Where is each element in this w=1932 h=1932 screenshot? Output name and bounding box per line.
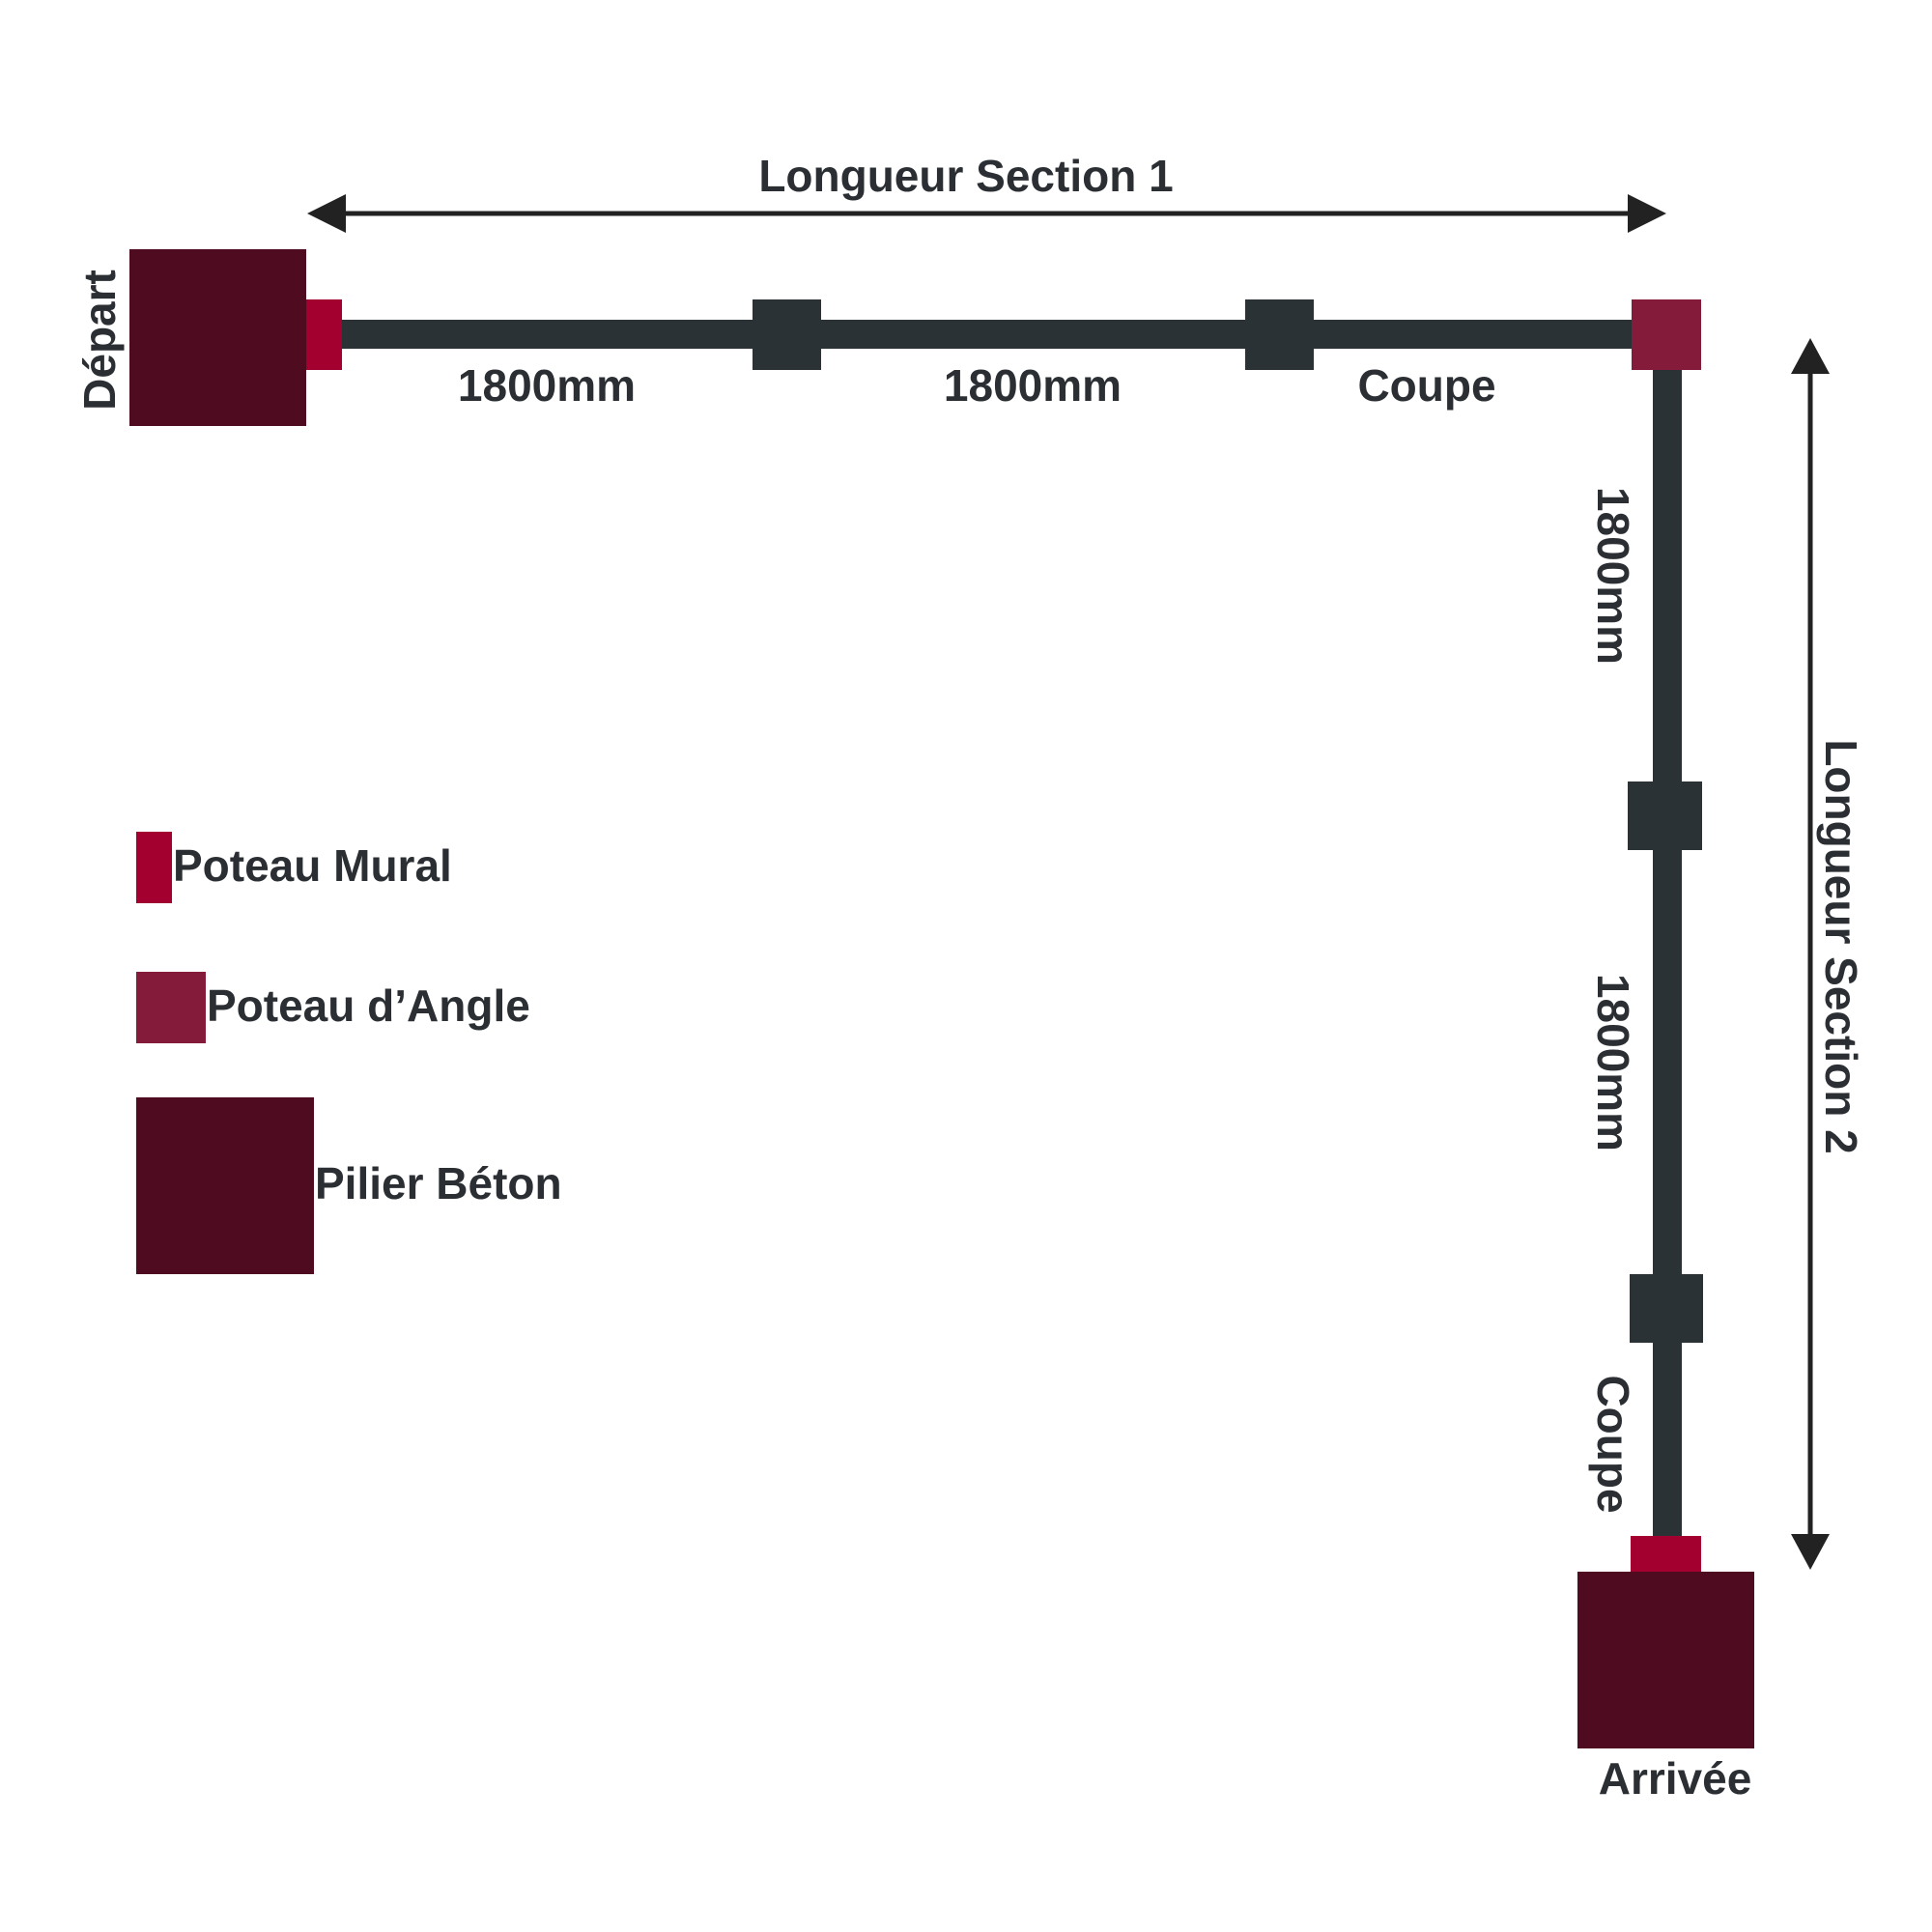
section2-intermediate-post-2 [1630,1274,1703,1343]
section1-dimension: Longueur Section 1 [307,151,1666,233]
section2-arrowhead-bottom [1791,1534,1830,1570]
section1-fence-rail [338,320,1637,349]
section1-length-label: Longueur Section 1 [758,151,1173,201]
legend-corner-post-label: Poteau d’Angle [207,980,530,1031]
corner-post [1632,299,1701,370]
legend-wall-post-swatch [136,832,172,903]
section1-panel-label-3: Coupe [1357,360,1495,411]
section2-panel-label-3: Coupe [1588,1375,1638,1513]
section2-panel-label-1: 1800mm [1588,487,1638,665]
section2-intermediate-post-1 [1628,781,1702,850]
end-label: Arrivée [1599,1753,1752,1804]
legend-concrete-pillar-label: Pilier Béton [315,1158,562,1208]
legend-concrete-pillar-swatch [136,1097,314,1274]
section1-panel-label-2: 1800mm [944,360,1122,411]
section2-dimension: Longueur Section 2 [1791,338,1866,1570]
start-wall-post [306,299,342,370]
section1-intermediate-post-1 [753,299,821,370]
section1-panel-label-1: 1800mm [458,360,636,411]
start-concrete-pillar [129,249,306,426]
section1-arrowhead-left [307,194,346,233]
section1-arrowhead-right [1628,194,1666,233]
start-label: Départ [74,270,125,411]
section2-arrowhead-top [1791,338,1830,374]
section2-fence-rail [1653,362,1682,1541]
section2-panel-label-2: 1800mm [1588,974,1638,1151]
end-concrete-pillar [1577,1572,1754,1748]
legend-corner-post-swatch [136,972,206,1043]
end-wall-post [1631,1536,1701,1572]
section2-length-label: Longueur Section 2 [1816,739,1866,1153]
section1-intermediate-post-2 [1245,299,1314,370]
legend-wall-post-label: Poteau Mural [173,840,452,891]
legend: Poteau Mural Poteau d’Angle Pilier Béton [136,832,562,1274]
